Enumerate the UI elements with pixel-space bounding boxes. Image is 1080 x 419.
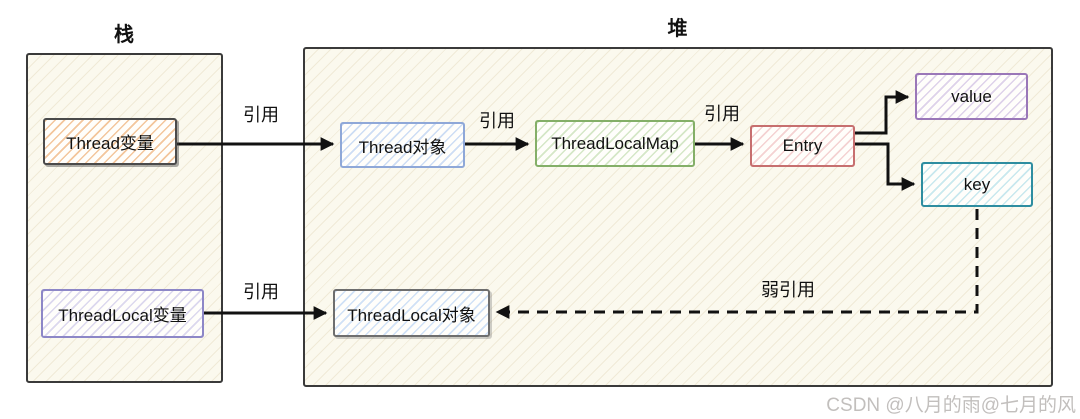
node-label: value bbox=[951, 86, 992, 106]
node-entry: Entry bbox=[750, 125, 855, 167]
edge-label-reference-4: 引用 bbox=[243, 282, 279, 302]
watermark: CSDN @八月的雨@七月的风 bbox=[826, 395, 1076, 416]
node-key: key bbox=[921, 162, 1033, 207]
node-label: Thread对象 bbox=[358, 137, 447, 157]
edge-label-weak-reference: 弱引用 bbox=[761, 280, 815, 300]
node-value: value bbox=[915, 73, 1028, 120]
node-threadlocal-variable: ThreadLocal变量 bbox=[41, 289, 204, 338]
node-label: ThreadLocal变量 bbox=[58, 306, 187, 325]
node-thread-variable: Thread变量 bbox=[43, 118, 177, 165]
node-thread-object: Thread对象 bbox=[340, 122, 465, 168]
node-threadlocalmap: ThreadLocalMap bbox=[535, 120, 695, 167]
edge-label-reference-2: 引用 bbox=[479, 111, 515, 131]
node-label: Thread变量 bbox=[66, 134, 154, 153]
node-label: key bbox=[963, 174, 991, 194]
stack-title: 栈 bbox=[114, 24, 135, 46]
node-label: ThreadLocal对象 bbox=[347, 305, 476, 325]
node-label: Entry bbox=[782, 136, 823, 155]
node-label: ThreadLocalMap bbox=[551, 133, 679, 153]
heap-title: 堆 bbox=[667, 18, 689, 40]
edge-label-reference-1: 引用 bbox=[243, 105, 279, 125]
node-threadlocal-object: ThreadLocal对象 bbox=[333, 289, 490, 337]
edge-label-reference-3: 引用 bbox=[704, 104, 740, 124]
